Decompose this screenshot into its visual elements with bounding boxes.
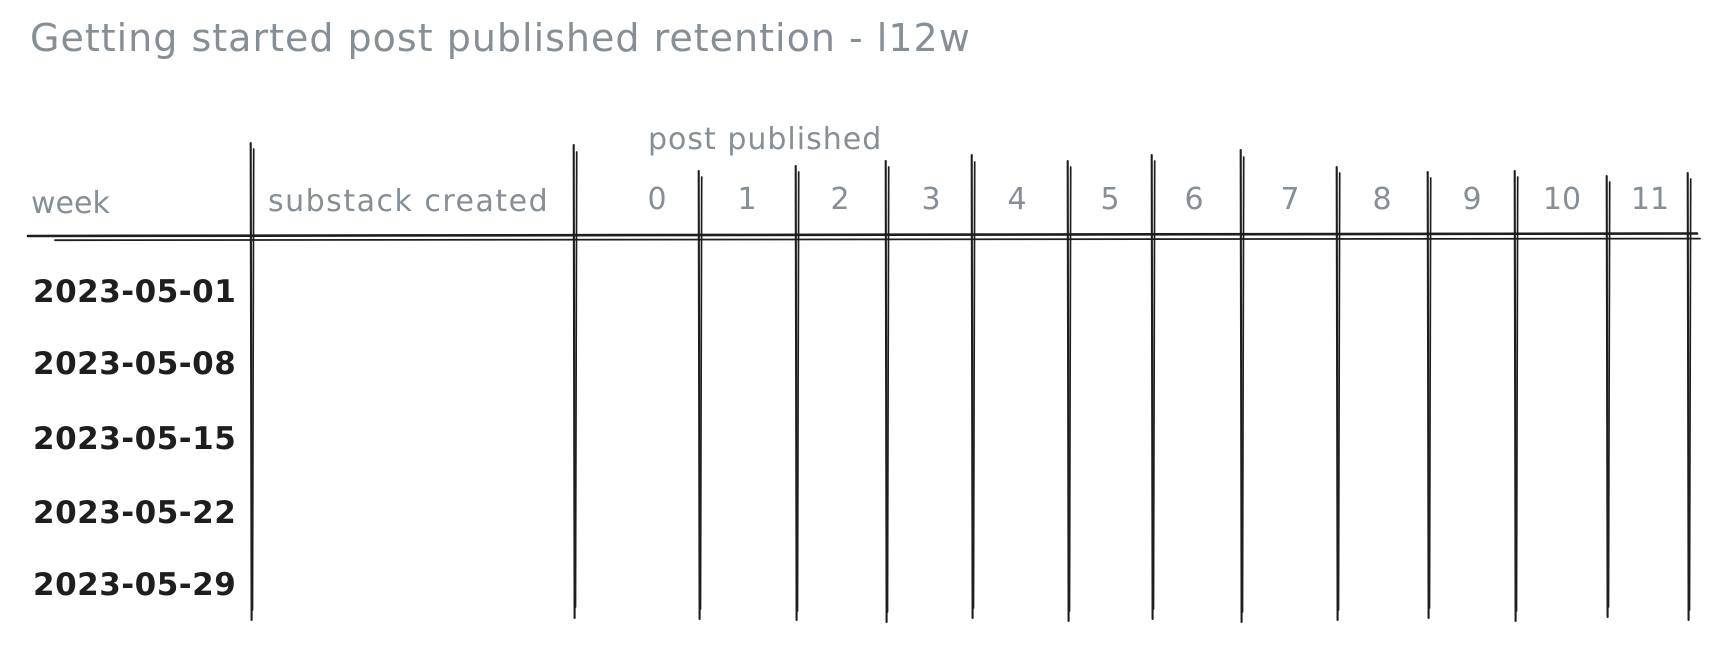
column-separator-0 [697, 169, 703, 621]
substack-created-column-header: substack created [268, 184, 550, 219]
column-separator-9 [1513, 169, 1519, 623]
column-separator-2 [884, 159, 890, 624]
post-week-header-11: 11 [1630, 182, 1670, 217]
week-column-header: week [31, 186, 110, 221]
column-separator-11 [1686, 171, 1692, 622]
column-separator-week [249, 141, 255, 622]
column-separator-3 [970, 153, 976, 620]
week-row-label-1: 2023-05-01 [33, 274, 237, 310]
week-row-label-3: 2023-05-15 [33, 421, 237, 457]
column-separator-7 [1335, 165, 1341, 622]
post-published-group-label: post published [648, 122, 883, 157]
post-week-header-0: 0 [647, 182, 667, 217]
column-separator-4 [1066, 159, 1072, 623]
post-week-header-10: 10 [1542, 182, 1582, 217]
post-week-header-3: 3 [921, 182, 941, 217]
column-separator-substack [572, 143, 578, 620]
post-week-header-5: 5 [1100, 182, 1120, 217]
post-week-header-8: 8 [1372, 182, 1392, 217]
column-separator-5 [1150, 153, 1156, 621]
week-row-label-4: 2023-05-22 [33, 495, 237, 531]
post-week-header-9: 9 [1462, 182, 1482, 217]
post-week-header-6: 6 [1184, 182, 1204, 217]
column-separator-6 [1239, 148, 1245, 624]
column-separator-1 [794, 164, 800, 622]
column-separator-8 [1426, 170, 1432, 620]
column-separator-10 [1605, 174, 1611, 619]
week-row-label-2: 2023-05-08 [33, 346, 237, 382]
post-week-header-4: 4 [1007, 182, 1027, 217]
chart-title: Getting started post published retention… [30, 16, 971, 60]
week-row-label-5: 2023-05-29 [33, 567, 237, 603]
post-week-header-7: 7 [1280, 182, 1300, 217]
header-rule [26, 232, 1701, 242]
post-week-header-2: 2 [830, 182, 850, 217]
post-week-header-1: 1 [737, 182, 757, 217]
